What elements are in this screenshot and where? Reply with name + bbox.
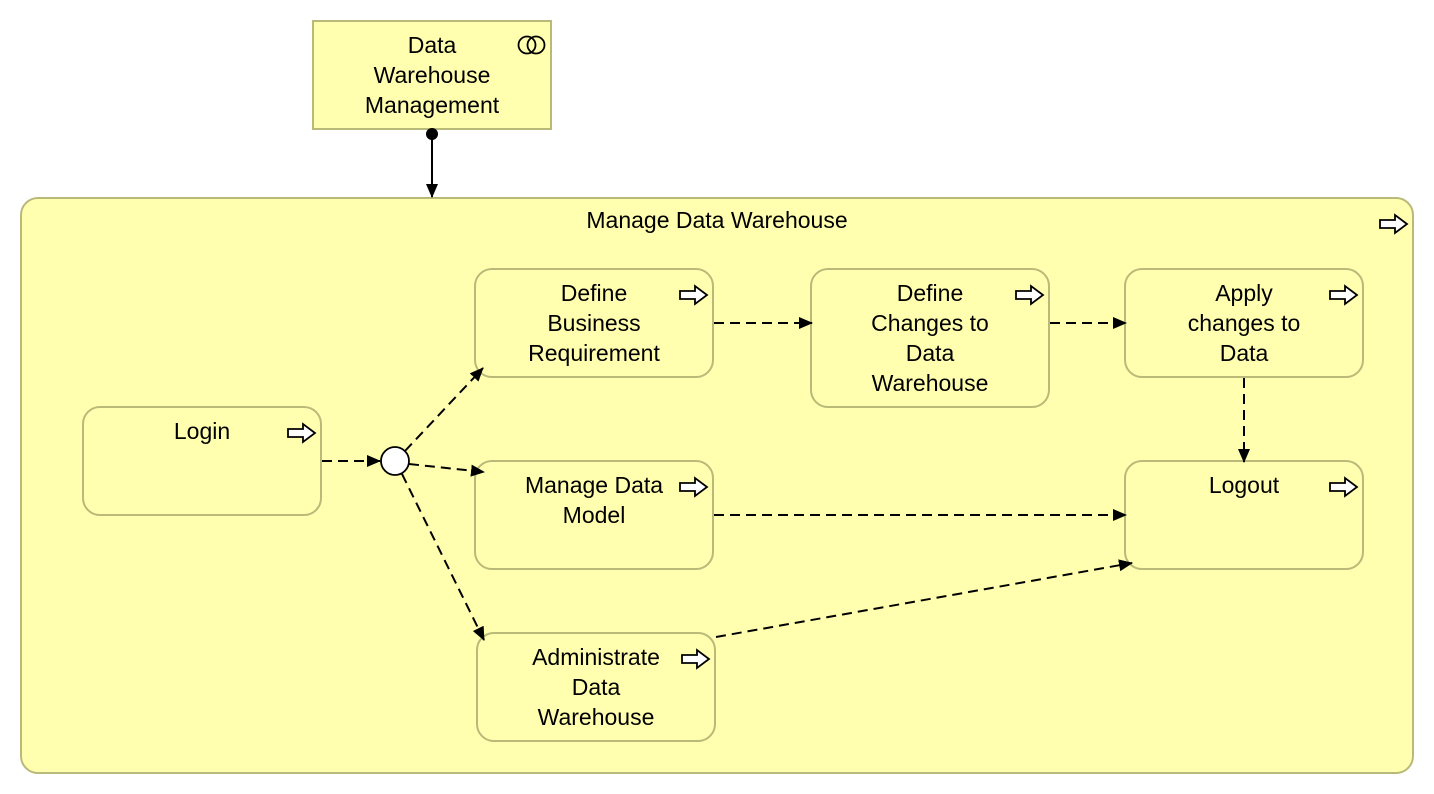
process-administrate-data-warehouse[interactable]: Administrate Data Warehouse	[476, 632, 716, 742]
flow-administrate-to-logout[interactable]	[715, 559, 1133, 638]
serving-relation[interactable]	[426, 128, 438, 198]
process-arrow-icon	[1379, 213, 1409, 235]
process-label: Apply changes to Data	[1187, 280, 1301, 366]
business-service-icon	[517, 35, 546, 55]
process-arrow-icon	[287, 422, 317, 444]
service-label: Data Warehouse Management	[364, 32, 500, 118]
process-define-changes[interactable]: Define Changes to Data Warehouse	[810, 268, 1050, 408]
business-service-data-warehouse-management[interactable]: Data Warehouse Management	[312, 20, 552, 130]
process-define-business-requirement[interactable]: Define Business Requirement	[474, 268, 714, 378]
flow-junction-to-define-business[interactable]	[404, 367, 484, 452]
or-junction[interactable]	[380, 446, 410, 476]
process-manage-data-model[interactable]: Manage Data Model	[474, 460, 714, 570]
process-apply-changes[interactable]: Apply changes to Data	[1124, 268, 1364, 378]
process-label: Logout	[1208, 472, 1280, 498]
container-label: Manage Data Warehouse	[586, 207, 848, 233]
process-arrow-icon	[1329, 284, 1359, 306]
process-label: Manage Data Model	[524, 472, 664, 528]
process-arrow-icon	[681, 648, 711, 670]
process-label: Login	[173, 418, 231, 444]
flow-junction-to-manage-model[interactable]	[408, 463, 485, 477]
process-arrow-icon	[679, 476, 709, 498]
process-arrow-icon	[1329, 476, 1359, 498]
flow-junction-to-administrate[interactable]	[401, 473, 485, 641]
process-label: Define Changes to Data Warehouse	[871, 280, 989, 396]
process-logout[interactable]: Logout	[1124, 460, 1364, 570]
process-arrow-icon	[679, 284, 709, 306]
process-login[interactable]: Login	[82, 406, 322, 516]
process-label: Administrate Data Warehouse	[532, 644, 660, 730]
process-label: Define Business Requirement	[528, 280, 660, 366]
process-arrow-icon	[1015, 284, 1045, 306]
